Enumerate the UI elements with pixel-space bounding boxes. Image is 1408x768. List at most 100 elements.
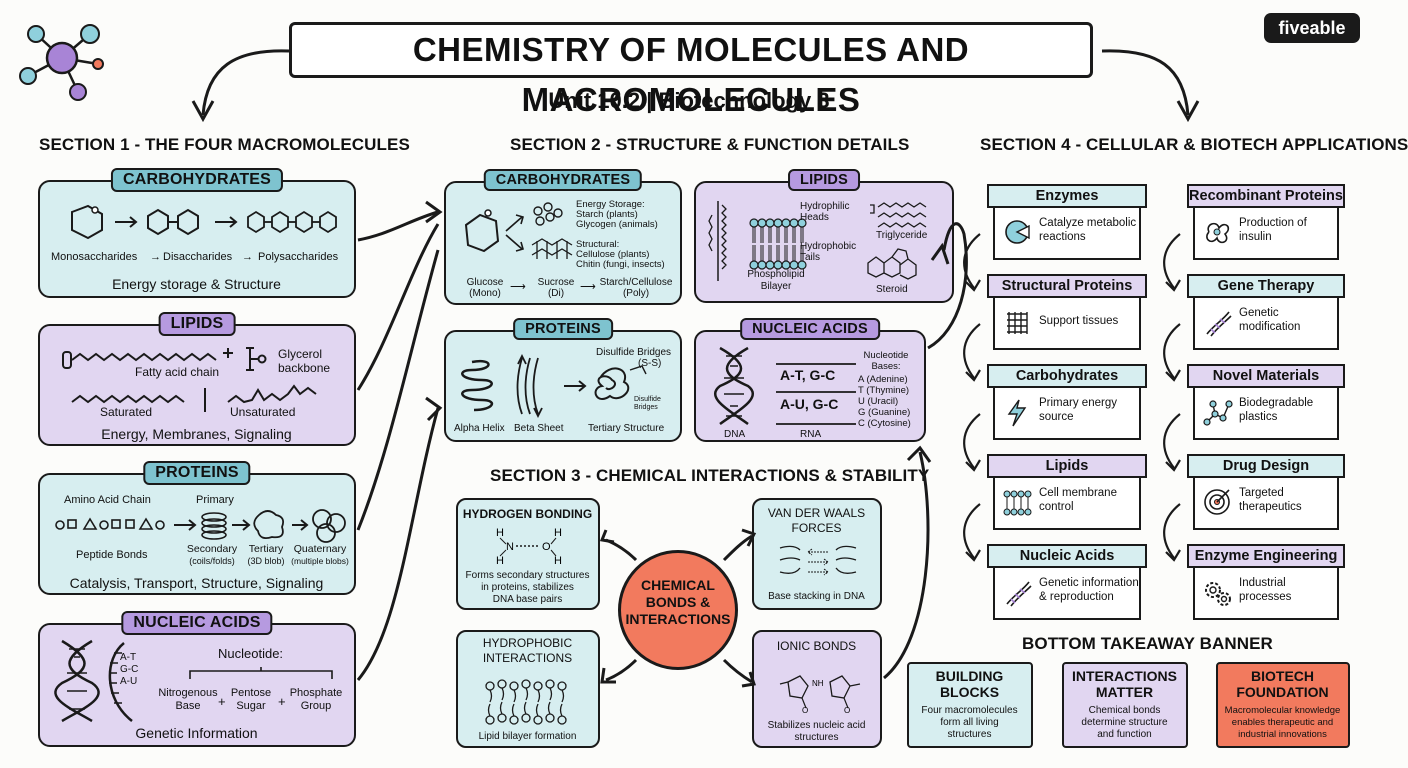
sucrose-note: (Di) xyxy=(547,288,565,299)
center-line-2: BONDS & xyxy=(645,594,711,610)
app-card-desc: Genetic xyxy=(1239,307,1279,319)
rna-lines xyxy=(776,363,856,425)
phospholipid-text: Phospholipid xyxy=(747,269,805,280)
bb-title-1: BUILDING xyxy=(935,668,1004,684)
heads-label: Heads xyxy=(800,212,829,223)
page-subtitle: Unit 10.2 | Biotechnology 3 xyxy=(548,88,830,113)
unsaturated-label: Unsaturated xyxy=(230,405,296,419)
mesh-icon xyxy=(1007,312,1028,334)
lightning-icon xyxy=(1007,399,1027,427)
s2-carbohydrates-tag: CARBOHYDRATES xyxy=(483,169,643,191)
glycerol-label: Glycerol xyxy=(278,347,323,361)
app-card-desc: Industrial xyxy=(1239,577,1286,589)
dna-double-helix-icon xyxy=(54,639,133,723)
bb-desc-3: structures xyxy=(947,729,992,740)
app-card-desc: Targeted xyxy=(1239,487,1284,499)
app-card-desc: Cell membrane xyxy=(1039,487,1117,499)
hydrophilic-label: Hydrophilic xyxy=(800,201,850,212)
lipid-bilayer-icon xyxy=(485,679,567,725)
fatty-acid-chain-icon xyxy=(62,347,317,412)
app-card-desc: Biodegradable xyxy=(1239,397,1314,409)
rna-pair-label: A-U, G-C xyxy=(780,396,839,412)
bb-desc-1: Four macromolecules xyxy=(921,705,1018,716)
banner-biotech-foundation: BIOTECH FOUNDATION Macromolecular knowle… xyxy=(1216,662,1350,748)
disulfide-label: Disulfide Bridges xyxy=(596,347,672,358)
im-title-2: MATTER xyxy=(1095,684,1154,700)
app-card-title: Novel Materials xyxy=(1187,364,1345,388)
target-icon xyxy=(1204,489,1230,515)
bf-title-1: BIOTECH xyxy=(1251,668,1314,684)
fiveable-logo-text: fiveable xyxy=(1278,18,1346,38)
center-arrows xyxy=(599,528,757,688)
quaternary-note: (multiple blobs) xyxy=(291,556,349,566)
hydrophobic-desc: Lipid bilayer formation xyxy=(478,731,577,742)
s1-proteins-card: PROTEINS Amino Acid Chain Primary Peptid… xyxy=(38,461,356,595)
hbond-desc-2: in proteins, stabilizes xyxy=(481,582,574,593)
quaternary-text: Quaternary xyxy=(293,543,347,555)
bf-desc-1: Macromolecular knowledge xyxy=(1224,705,1341,716)
storage-item-2: Glycogen (animals) xyxy=(576,219,658,230)
alpha-helix-label: Alpha Helix xyxy=(454,423,505,434)
arrow-1: → xyxy=(150,251,161,263)
app-card-desc: source xyxy=(1039,411,1074,423)
tertiary-structure-label: Tertiary Structure xyxy=(588,423,665,434)
base-c: C (Cytosine) xyxy=(858,418,911,429)
s2-to-s4-arrow xyxy=(927,222,968,350)
rna-label: RNA xyxy=(800,429,822,440)
base-line1: Nitrogenous xyxy=(158,687,218,699)
s3-to-s2-arrow xyxy=(883,445,932,680)
banner-interactions-matter: INTERACTIONS MATTER Chemical bonds deter… xyxy=(1062,662,1188,748)
app-card-desc: plastics xyxy=(1239,411,1278,423)
quaternary-label: Quaternary(multiple blobs) xyxy=(285,543,355,567)
app-card-title: Lipids xyxy=(987,454,1147,478)
phos-line1: Phosphate xyxy=(289,687,343,699)
im-desc-1: Chemical bonds xyxy=(1088,705,1161,716)
im-desc-3: and function xyxy=(1097,729,1152,740)
protein-icon xyxy=(1206,222,1230,244)
starch-label: Starch/Cellulose(Poly) xyxy=(594,277,678,299)
hbond-desc-1: Forms secondary structures xyxy=(465,570,590,581)
app-card-desc: control xyxy=(1039,501,1074,513)
hydrophobic-title-2: INTERACTIONS xyxy=(482,651,573,665)
base-a: A (Adenine) xyxy=(858,374,908,385)
app-card-desc: reactions xyxy=(1039,231,1086,243)
hydrogen-bond-icon: H H N O H H xyxy=(496,527,562,567)
phos-line2: Group xyxy=(300,700,332,712)
pair-gc: G-C xyxy=(120,664,139,675)
disaccharides-label: Disaccharides xyxy=(163,251,233,263)
storage-title: Energy Storage: xyxy=(576,199,645,210)
storage-item-1: Starch (plants) xyxy=(576,209,638,220)
ionic-bonds-card: IONIC BONDS NH O O Stabilizes nucleic ac… xyxy=(752,630,882,748)
hydrophobic-label: Hydrophobic xyxy=(800,241,857,252)
bf-desc-2: enables therapeutic and xyxy=(1231,717,1334,728)
sugar-ring-chain-icon xyxy=(71,204,337,240)
svg-text:N: N xyxy=(506,541,514,553)
glucose-label: Glucose(Mono) xyxy=(460,277,510,299)
bridges-note: Disulfide Bridges xyxy=(634,396,661,411)
network-icon xyxy=(1203,400,1233,426)
app-card-title: Recombinant Proteins xyxy=(1187,184,1345,208)
sugar-line2: Sugar xyxy=(236,700,266,712)
page-title: CHEMISTRY OF MOLECULES AND MACROMOLECULE… xyxy=(412,31,970,118)
secondary-note: (coils/folds) xyxy=(189,556,235,566)
s1-to-s2-arrows xyxy=(356,200,443,681)
s2-nucleic-tag: NUCLEIC ACIDS xyxy=(740,318,880,340)
base-t: T (Thymine) xyxy=(858,385,910,396)
app-card-title: Gene Therapy xyxy=(1187,274,1345,298)
app-card-desc: processes xyxy=(1239,591,1292,603)
app-card-title: Enzymes xyxy=(987,184,1147,208)
header-arrow-right xyxy=(1101,49,1200,123)
ionic-desc-1: Stabilizes nucleic acid xyxy=(767,720,866,731)
fatty-acid-label: Fatty acid chain xyxy=(135,365,220,379)
tails-label: Tails xyxy=(800,252,821,263)
